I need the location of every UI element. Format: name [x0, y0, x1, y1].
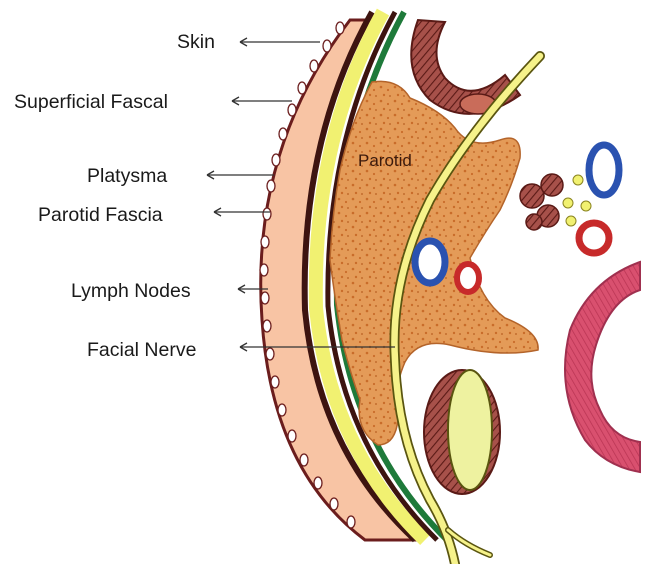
internal-carotid-artery [579, 223, 609, 253]
pharynx [565, 262, 640, 472]
label-platysma: Platysma [87, 165, 167, 187]
retromandibular-vein [415, 241, 445, 283]
internal-jugular-vein [589, 145, 619, 195]
label-superficial-fascia: Superficial Fascal [14, 91, 168, 113]
mandible-ramus [424, 370, 500, 494]
label-facial-nerve: Facial Nerve [87, 339, 196, 361]
styloid-muscles [520, 174, 563, 230]
label-skin: Skin [177, 31, 215, 53]
label-lymph-nodes: Lymph Nodes [71, 280, 191, 302]
label-parotid-fascia: Parotid Fascia [38, 204, 163, 226]
nerve-dots [563, 175, 591, 226]
external-carotid-artery [457, 264, 479, 292]
parotid-label: Parotid [358, 151, 412, 170]
